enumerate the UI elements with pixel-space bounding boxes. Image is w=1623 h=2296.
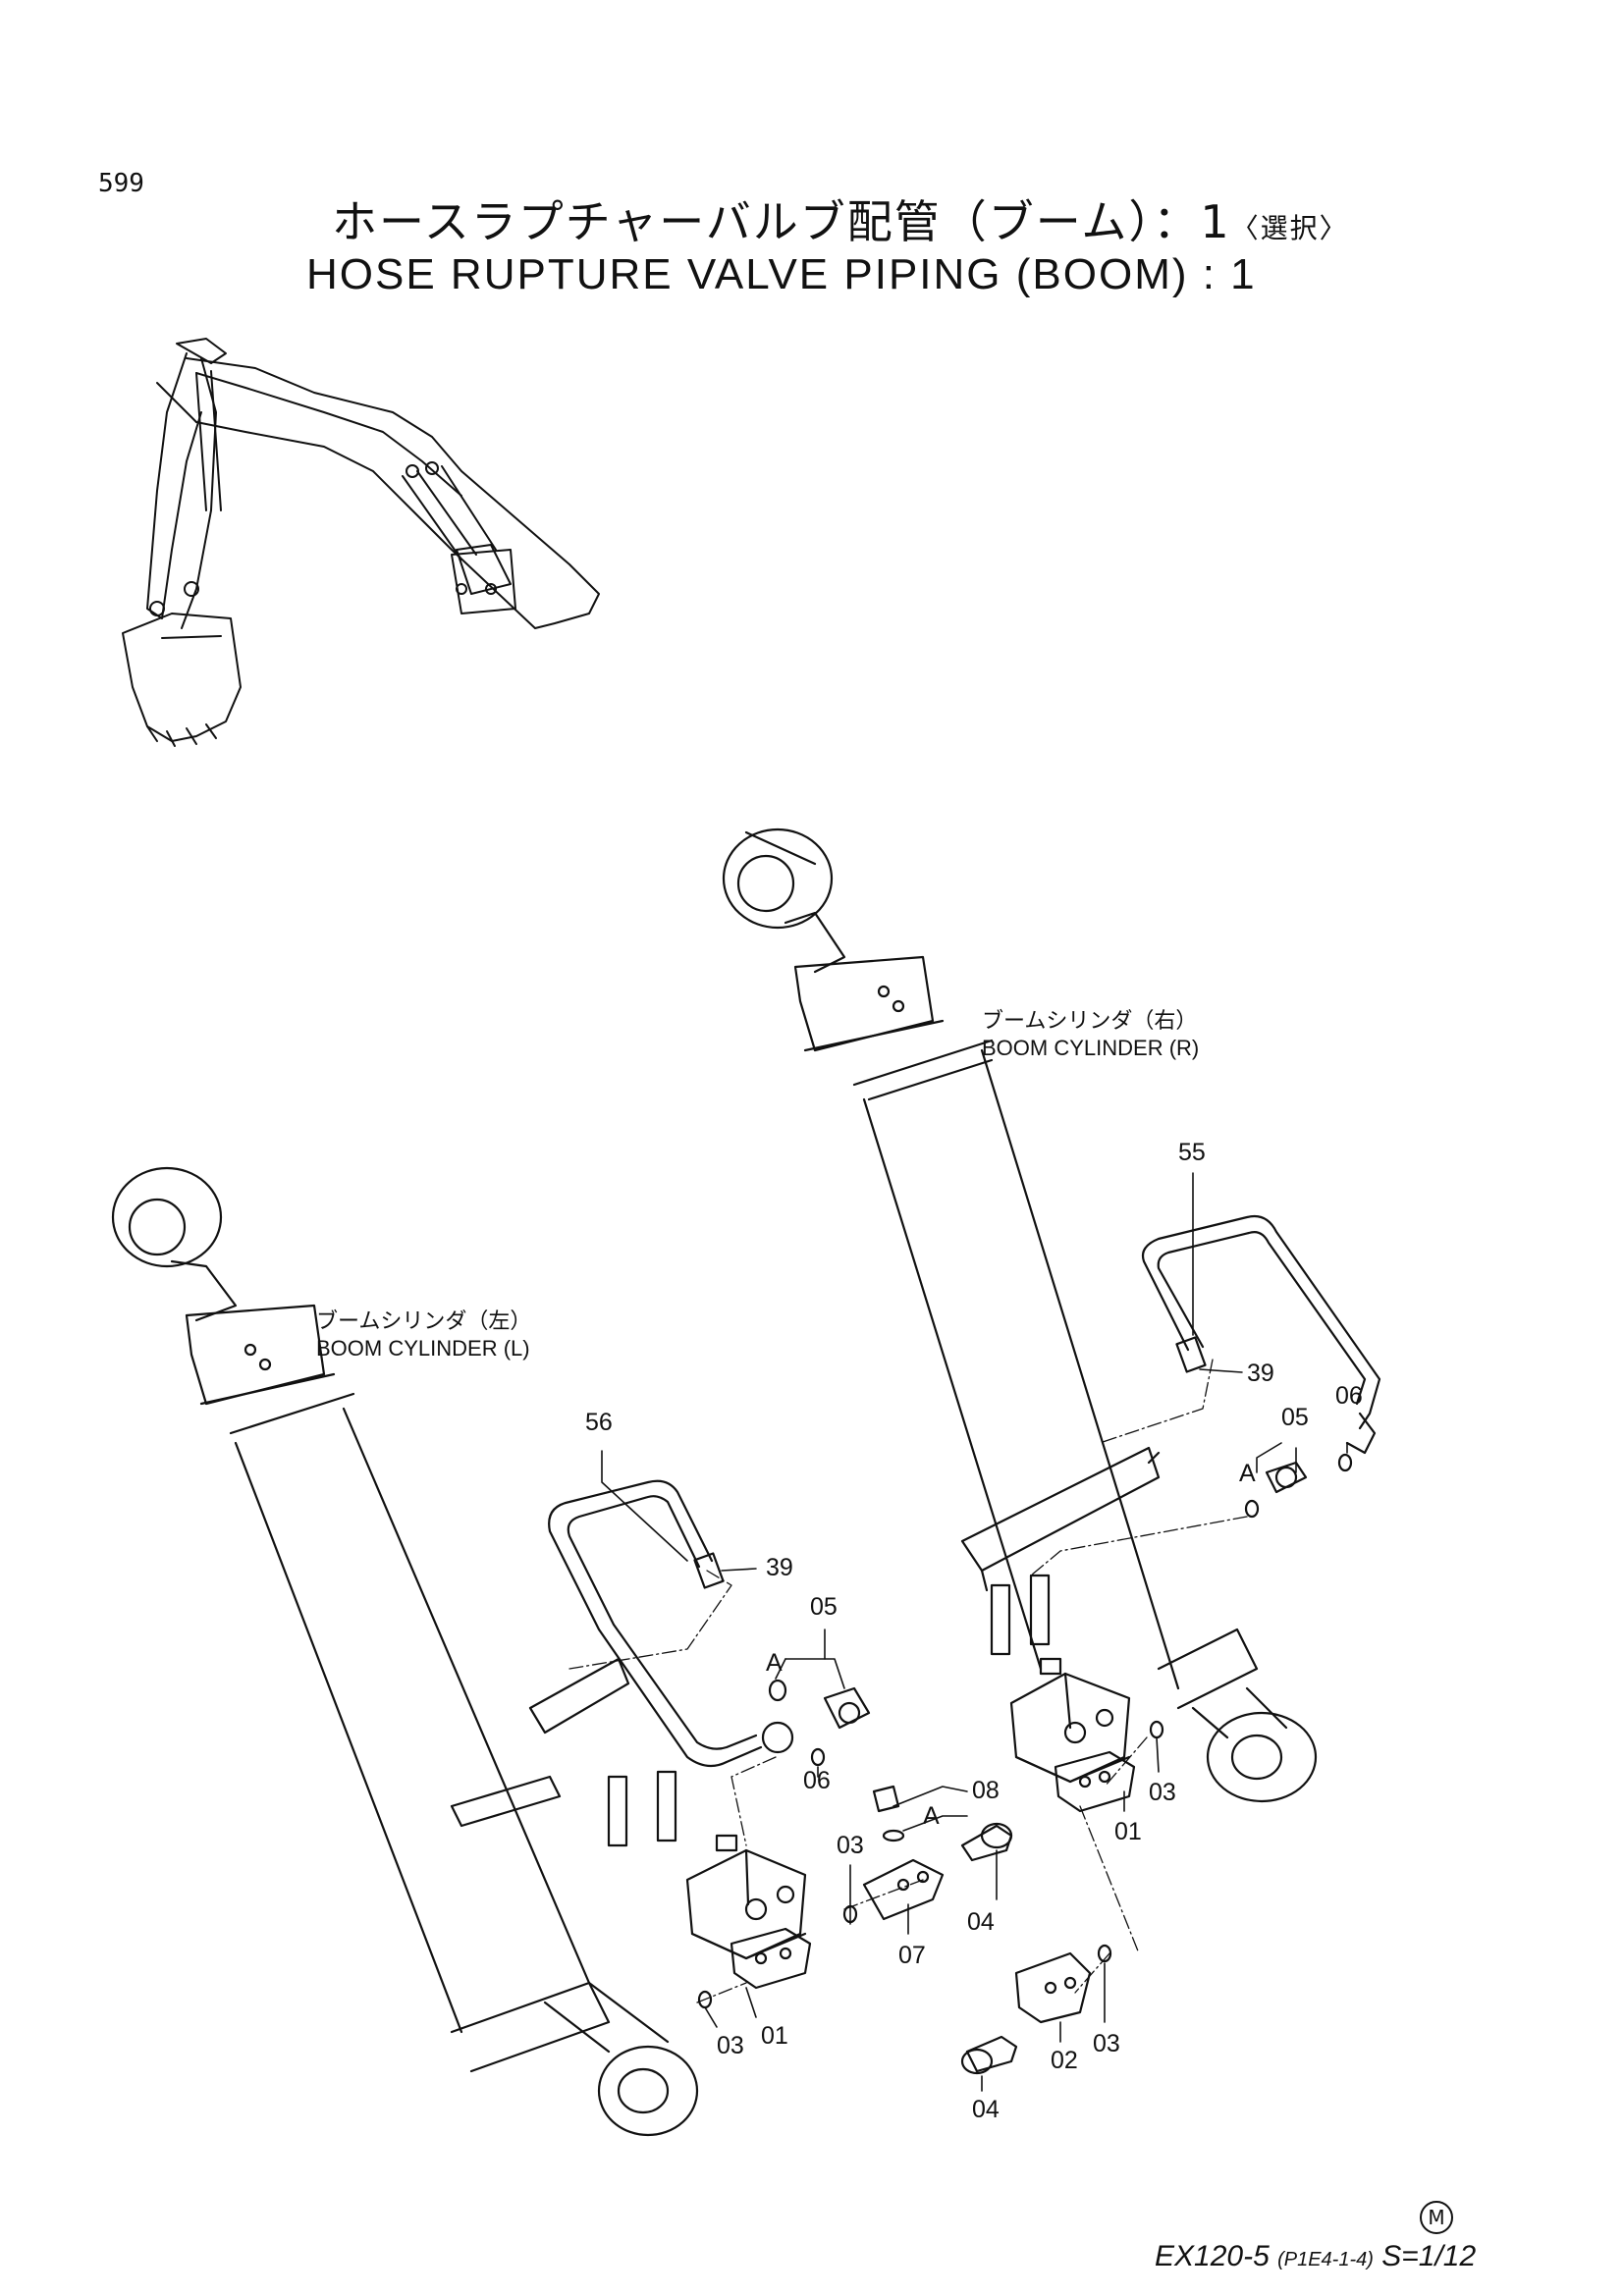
callout-a-middle: A [923,1802,940,1830]
callout-03-middle: 03 [837,1832,864,1859]
callout-03-right: 03 [1149,1779,1176,1806]
callout-39-left: 39 [766,1554,793,1581]
boom-cylinder-right-label-en: BOOM CYLINDER (R) [982,1036,1200,1060]
callout-04-bottom: 04 [972,2096,1000,2123]
model-code: (P1E4-1-4) [1277,2249,1374,2270]
valve-group-right [990,1453,1353,1813]
callout-01-left: 01 [761,2022,788,2050]
model-reference: EX120-5 (P1E4-1-4) S=1/12 [1155,2240,1476,2273]
callout-03-bottom: 03 [1093,2030,1120,2057]
page-number: 599 [98,169,144,198]
maker-mark: M [1420,2201,1453,2234]
callout-01-right: 01 [1114,1818,1142,1845]
callout-08: 08 [972,1777,1000,1804]
title-japanese: ホースラプチャーバルブ配管（ブーム）：1〈選択〉 [332,187,1349,251]
callout-03-left: 03 [717,2032,744,2059]
boom-cylinder-left-label: ブームシリンダ（左） BOOM CYLINDER (L) [316,1308,531,1362]
part-group-middle [842,1785,1013,1924]
callout-06-left: 06 [803,1767,831,1794]
boom-cylinder-right [722,828,1318,1803]
valve-group-left [607,1679,871,2009]
callout-06-right: 06 [1335,1382,1363,1410]
callout-56: 56 [585,1409,613,1436]
callout-55: 55 [1178,1139,1206,1166]
model-name: EX120-5 [1155,2240,1270,2272]
alignment-lines [568,1359,1248,2003]
callout-39-right: 39 [1247,1360,1274,1387]
excavator-front-illustration [122,338,600,747]
part-group-bottom [960,1944,1112,2075]
callout-05-right: 05 [1281,1404,1309,1431]
callout-07: 07 [898,1942,926,1969]
boom-cylinder-left-label-jp: ブームシリンダ（左） [316,1308,532,1333]
model-scale: S=1/12 [1381,2240,1477,2272]
callout-05-left: 05 [810,1593,838,1621]
boom-cylinder-left-label-en: BOOM CYLINDER (L) [316,1336,530,1361]
callout-04-middle: 04 [967,1908,995,1936]
callout-a-left: A [766,1649,783,1677]
title-japanese-note: 〈選択〉 [1230,212,1349,244]
title-english: HOSE RUPTURE VALVE PIPING (BOOM) : 1 [306,250,1257,298]
boom-cylinder-right-label: ブームシリンダ（右） BOOM CYLINDER (R) [982,1007,1199,1062]
leader-lines [601,1172,1348,2092]
callout-02: 02 [1051,2047,1078,2074]
pipe-55 [1141,1214,1381,1455]
pipe-56 [548,1479,794,1768]
boom-cylinder-left [111,1166,699,2137]
boom-cylinder-right-label-jp: ブームシリンダ（右） [982,1008,1198,1033]
callout-a-right: A [1239,1460,1256,1487]
title-japanese-text: ホースラプチャーバルブ配管（ブーム）：1 [332,195,1231,248]
